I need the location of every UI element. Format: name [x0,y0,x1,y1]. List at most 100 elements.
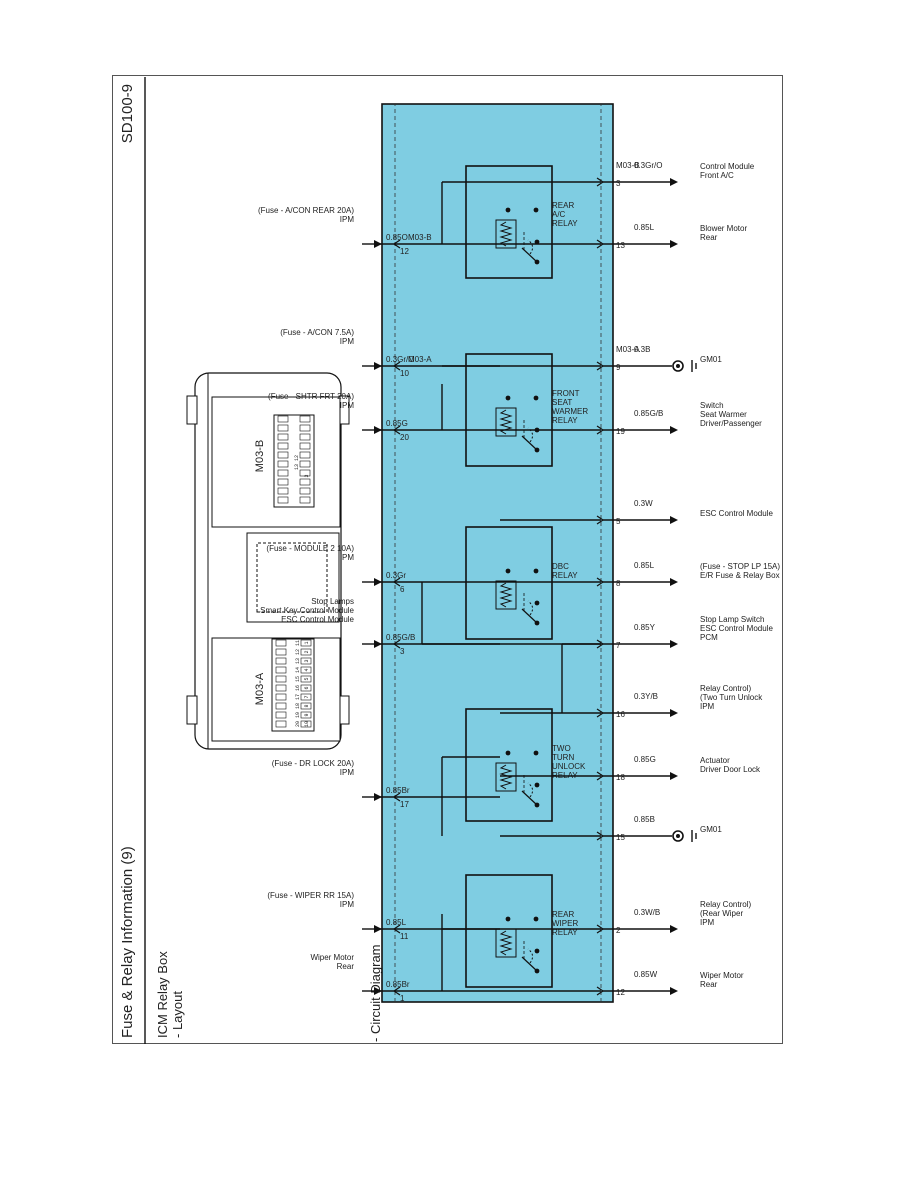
connector-pin [275,657,287,665]
pin-number: 8 [616,579,621,588]
pin-number: 18 [616,773,625,782]
circuit-destination-label: GM01 [700,825,722,834]
circuit-destination-label: (Fuse - STOP LP 15A) [700,562,780,571]
connector-ref: M03-A [408,355,432,364]
pin-number: 1 [400,994,405,1003]
connector-a-pin-number: 10 [304,721,310,727]
pin-number: 15 [616,833,625,842]
wire-arrow [374,640,382,648]
connector-a-pin-number: 18 [295,703,301,709]
circuit-destination-label: PCM [700,633,718,642]
circuit-destination-label: Wiper Motor [310,953,354,962]
connector-pin [275,639,287,647]
pin-number: 3 [400,647,405,656]
connector-pin [300,648,312,656]
relay-armature [527,239,534,255]
relay-armature [527,427,534,443]
wire-arrow [374,987,382,995]
pin-number: 7 [616,641,621,650]
connector-b-name: M03-B [254,440,266,472]
wire-spec: 0.85G [634,755,656,764]
wire-spec: 0.3Gr [386,571,406,580]
connector-pin [277,496,289,504]
circuit-destination-label: IPM [700,702,715,711]
circuit-destination-label: ESC Control Module [700,509,773,518]
relay-name: RELAY [552,219,578,228]
connector-pin [299,478,311,486]
pin-number: 3 [616,179,621,188]
circuit-destination-label: Driver Door Lock [700,765,761,774]
pin-number: 10 [400,369,409,378]
relay-junction [533,568,539,574]
wire-spec: 0.85G/B [386,633,415,642]
relay-contact [534,600,540,606]
circuit-destination-label: IPM [340,768,355,777]
pin-number: 9 [616,363,621,372]
connector-a-pin-number: 19 [295,712,301,718]
coil-winding [499,764,513,790]
connector-a-pin-number: 20 [295,721,301,727]
connector-pin [275,666,287,674]
relay-switch-arm [521,956,538,972]
wire-spec: 0.85Br [386,980,410,989]
connector-a-pin-number: 14 [295,667,301,673]
wire-arrow [670,925,678,933]
connector-pin [299,424,311,432]
relay-contact [534,259,540,265]
wire-spec: 0.85Br [386,786,410,795]
pin-number: 13 [616,241,625,250]
circuit-destination-label: Relay Control) [700,900,751,909]
wire-arrow [374,426,382,434]
wire-arrow [374,240,382,248]
circuit-destination-label: Blower Motor [700,224,747,233]
connector-a-pin-number: 9 [304,713,310,716]
circuit-destination-label: (Fuse - SHTR FRT 20A) [268,392,354,401]
circuit-destination-label: Relay Control) [700,684,751,693]
wire-arrow [670,426,678,434]
mount-tab [186,395,198,425]
wire-arrow [670,578,678,586]
circuit-destination-label: Front A/C [700,171,734,180]
wire-spec: 0.85Y [634,623,656,632]
connector-pin [275,684,287,692]
relay-contact [534,802,540,808]
relay-junction [505,395,511,401]
connector-a-pin-number: 12 [295,649,301,655]
relay-armature [527,600,534,616]
pin-number: 2 [616,926,621,935]
connector-pin [275,720,287,728]
wire-arrow [670,178,678,186]
relay-housing [465,526,553,640]
wire-spec: 0.85L [634,223,655,232]
relay-coil [495,407,517,437]
connector-pin [299,451,311,459]
connector-pin [275,648,287,656]
relay-housing [465,874,553,988]
wire-arrow [374,925,382,933]
circuit-destination-label: ESC Control Module [700,624,773,633]
page-title: Fuse & Relay Information (9) [119,846,136,1038]
wire-arrow [670,709,678,717]
wire-spec: 0.85G/B [634,409,663,418]
coil-winding [499,221,513,247]
circuit-destination-label: Control Module [700,162,755,171]
relay-name: RELAY [552,416,578,425]
relay-junction [505,568,511,574]
circuit-destination-label: Stop Lamps [311,597,354,606]
connector-pin [277,442,289,450]
wire-spec: 0.3Gr/O [386,355,414,364]
fuse-cavity [246,532,340,623]
circuit-destination-label: ESC Control Module [281,615,354,624]
relay-junction [533,750,539,756]
circuit-destination-label: IPM [700,918,715,927]
connector-a-pin-number: 13 [295,658,301,664]
connector-a-pin-number: 17 [295,694,301,700]
